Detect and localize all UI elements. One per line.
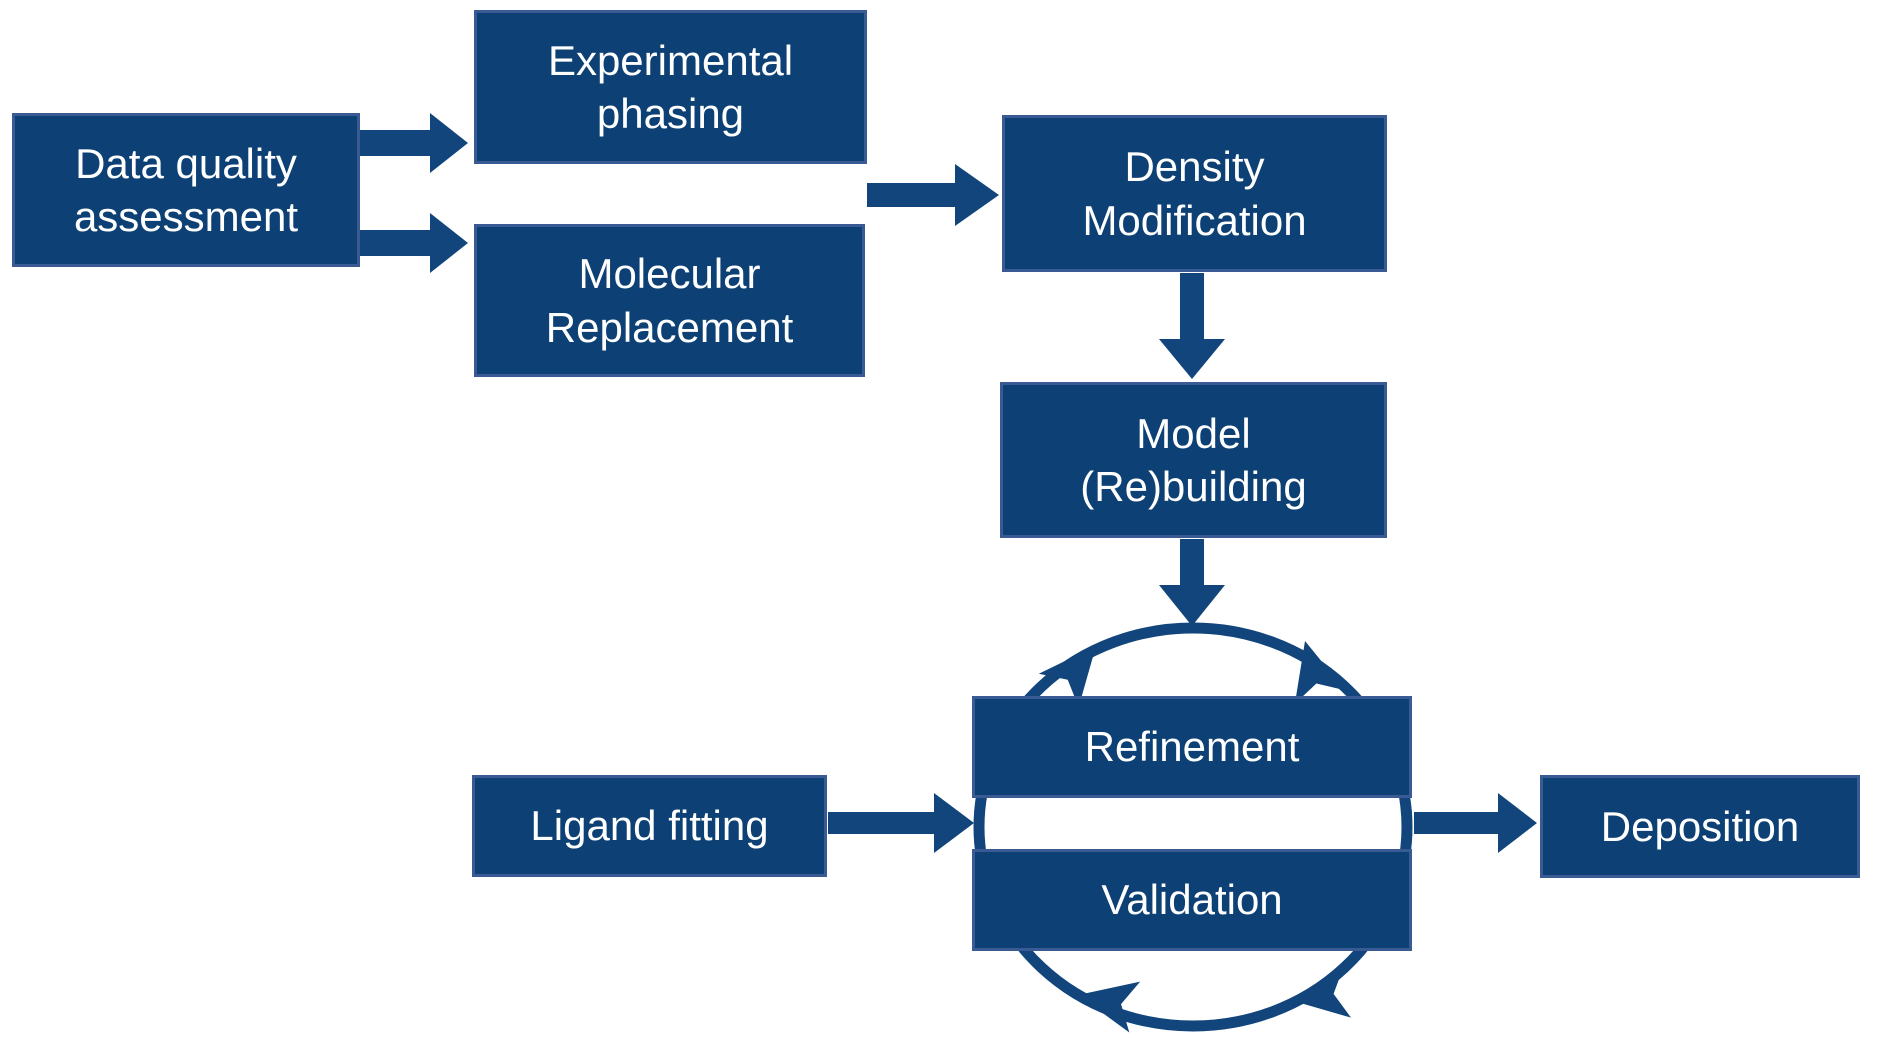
cycle-arrowhead-bottom-left (1078, 981, 1141, 1033)
node-data-quality-assessment-label: Data quality assessment (73, 139, 299, 240)
node-refinement: Refinement (972, 696, 1412, 798)
cycle-arrowhead-top-left (1038, 646, 1096, 708)
node-model-rebuilding: Model (Re)building (1000, 382, 1387, 538)
node-molecular-replacement-label: Molecular Replacement (545, 250, 794, 351)
node-model-rebuilding-label: Model (Re)building (1080, 409, 1307, 510)
arrow-cycle-to-deposition (1414, 793, 1537, 853)
node-density-modification: Density Modification (1002, 115, 1387, 272)
node-validation: Validation (972, 849, 1412, 951)
cycle-arrowhead-top-right (1294, 641, 1346, 704)
node-ligand-fitting: Ligand fitting (472, 775, 827, 877)
node-experimental-phasing: Experimental phasing (474, 10, 867, 164)
node-molecular-replacement: Molecular Replacement (474, 224, 865, 377)
node-ligand-fitting-label: Ligand fitting (530, 802, 769, 850)
arrow-data-quality-to-experimental-phasing (360, 113, 468, 173)
arrow-data-quality-to-molecular-replacement (360, 213, 468, 273)
cycle-arrowhead-bottom-right (1290, 966, 1352, 1018)
arrow-model-rebuilding-to-cycle (1159, 539, 1225, 626)
node-validation-label: Validation (1101, 876, 1283, 924)
node-density-modification-label: Density Modification (1082, 143, 1307, 244)
arrow-phasing-to-density-modification (867, 164, 999, 226)
node-refinement-label: Refinement (1084, 723, 1300, 771)
refinement-validation-cycle-circle (973, 622, 1413, 1032)
arrow-ligand-fitting-to-cycle (828, 793, 974, 853)
node-deposition: Deposition (1540, 775, 1860, 878)
node-experimental-phasing-label: Experimental phasing (547, 36, 794, 137)
node-deposition-label: Deposition (1600, 802, 1800, 850)
arrows-group (360, 113, 1537, 1033)
node-data-quality-assessment: Data quality assessment (12, 113, 360, 267)
arrow-density-modification-to-model-rebuilding (1159, 273, 1225, 379)
